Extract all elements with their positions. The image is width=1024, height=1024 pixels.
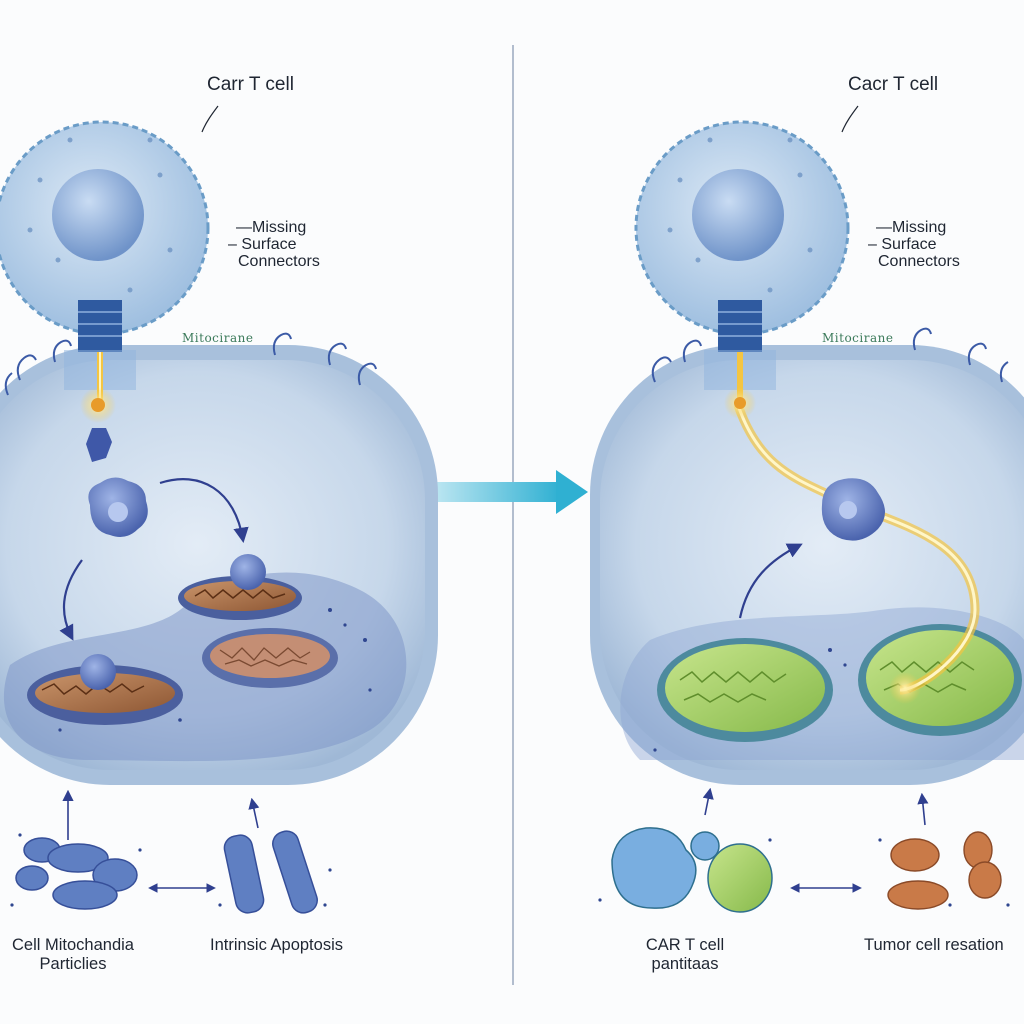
left-bottom-left-label-line1: Cell Mitochandia	[12, 936, 134, 954]
left-bottom-right-label: Intrinsic Apoptosis	[210, 936, 343, 954]
left-bottom-particles	[10, 789, 332, 914]
right-bottom-left-label-line1: CAR T cell	[645, 936, 725, 954]
right-healthy-mitochondria	[657, 624, 1022, 742]
right-bottom-particles	[598, 787, 1010, 913]
right-side-label-line2: – Surface	[868, 236, 937, 253]
left-side-label-line2: – Surface	[228, 236, 297, 253]
right-title: Cacr T cell	[848, 74, 939, 95]
right-side-label-line3: Connectors	[878, 253, 960, 270]
left-side-label-line1: —Missing	[236, 219, 307, 236]
left-panel-art	[0, 120, 438, 785]
left-title-pointer	[201, 105, 219, 133]
right-car-t-cell	[634, 120, 850, 419]
right-side-label-line1: —Missing	[876, 219, 947, 236]
right-title-pointer	[841, 105, 859, 133]
left-damaged-mitochondria	[27, 576, 338, 725]
left-car-t-cell	[0, 120, 210, 462]
left-side-label-line3: Connectors	[238, 253, 320, 270]
right-panel-art	[590, 120, 1024, 785]
left-title: Carr T cell	[207, 74, 294, 95]
left-membrane-label: Mitocirane	[182, 331, 254, 345]
transition-arrow-icon	[432, 470, 588, 514]
right-bottom-left-label-line2: pantitaas	[651, 955, 719, 973]
right-membrane-label: Mitocirane	[822, 331, 894, 345]
right-target-cell	[590, 327, 1024, 785]
left-proteins	[80, 477, 266, 690]
left-target-cell	[0, 332, 438, 785]
right-bottom-right-label: Tumor cell resation	[864, 936, 1004, 954]
left-bottom-left-label-line2: Particlies	[39, 955, 107, 973]
